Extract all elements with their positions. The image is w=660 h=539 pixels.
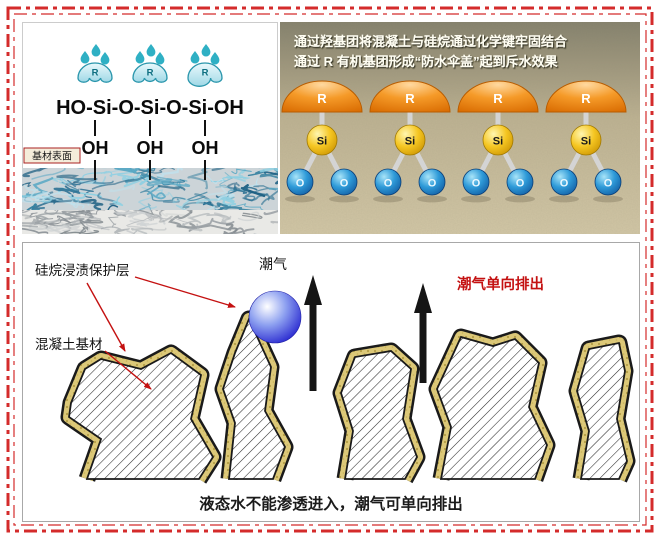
moisture-label: 潮气 — [259, 256, 287, 272]
cross-section-figure: 硅烷浸渍保护层 混凝土基材 潮气 潮气单向排出 液态水不能渗透进入，潮气可单向排… — [35, 256, 636, 513]
molecule-panel: 通过羟基团将混凝土与硅烷通过化学键牢固结合 通过 R 有机基团形成“防水伞盖”起… — [280, 22, 640, 234]
svg-text:O: O — [340, 178, 349, 190]
oh-group: OH — [82, 138, 109, 158]
svg-text:O: O — [428, 178, 437, 190]
umbrella-r-label: R — [202, 68, 209, 79]
concrete-block — [428, 328, 556, 482]
moisture-exit-label: 潮气单向排出 — [457, 275, 544, 293]
silanol-formula-panel: R R R HO-Si-O-Si-O-Si-OH OH OH OH — [22, 22, 278, 234]
concrete-block — [568, 334, 636, 483]
svg-text:Si: Si — [317, 136, 327, 148]
umbrella-r-label: R — [147, 68, 154, 79]
si-atom: Si — [394, 124, 426, 156]
concrete-block — [332, 342, 426, 484]
substrate-surface-label: 基材表面 — [23, 147, 81, 164]
umbrella-r-label: R — [92, 68, 99, 79]
si-atom: Si — [570, 124, 602, 156]
svg-text:R: R — [581, 91, 591, 106]
silanol-formula: HO-Si-O-Si-O-Si-OH — [56, 97, 244, 119]
svg-text:R: R — [493, 91, 503, 106]
svg-text:Si: Si — [581, 136, 591, 148]
svg-text:O: O — [472, 178, 481, 190]
svg-text:R: R — [317, 91, 327, 106]
caption-line-1: 通过羟基团将混凝土与硅烷通过化学键牢固结合 — [294, 34, 568, 49]
o-atom: O — [330, 168, 358, 196]
svg-text:R: R — [405, 91, 415, 106]
svg-text:O: O — [384, 178, 393, 190]
svg-text:Si: Si — [493, 136, 503, 148]
o-atom: O — [594, 168, 622, 196]
bottom-caption: 液态水不能渗透进入，潮气可单向排出 — [199, 494, 463, 513]
si-atom: Si — [306, 124, 338, 156]
cross-section-panel: 硅烷浸渍保护层 混凝土基材 潮气 潮气单向排出 液态水不能渗透进入，潮气可单向排… — [22, 242, 640, 522]
o-atom: O — [462, 168, 490, 196]
water-droplet-sphere — [248, 290, 302, 344]
o-atom: O — [506, 168, 534, 196]
callout-line-protective-layer — [134, 276, 236, 308]
svg-text:基材表面: 基材表面 — [32, 150, 72, 163]
svg-text:Si: Si — [405, 136, 415, 148]
o-atom: O — [374, 168, 402, 196]
oh-group: OH — [192, 138, 219, 158]
concrete-substrate-label: 混凝土基材 — [35, 336, 103, 352]
concrete-block — [60, 344, 222, 484]
svg-text:O: O — [560, 178, 569, 190]
svg-text:O: O — [296, 178, 305, 190]
protective-layer-label: 硅烷浸渍保护层 — [35, 263, 130, 278]
svg-text:O: O — [604, 178, 613, 190]
o-atom: O — [418, 168, 446, 196]
si-atom: Si — [482, 124, 514, 156]
caption-line-2: 通过 R 有机基团形成“防水伞盖”起到斥水效果 — [294, 54, 558, 69]
o-atom: O — [550, 168, 578, 196]
oh-group: OH — [137, 138, 164, 158]
o-atom: O — [286, 168, 314, 196]
moisture-up-arrow — [304, 275, 322, 391]
svg-text:O: O — [516, 178, 525, 190]
